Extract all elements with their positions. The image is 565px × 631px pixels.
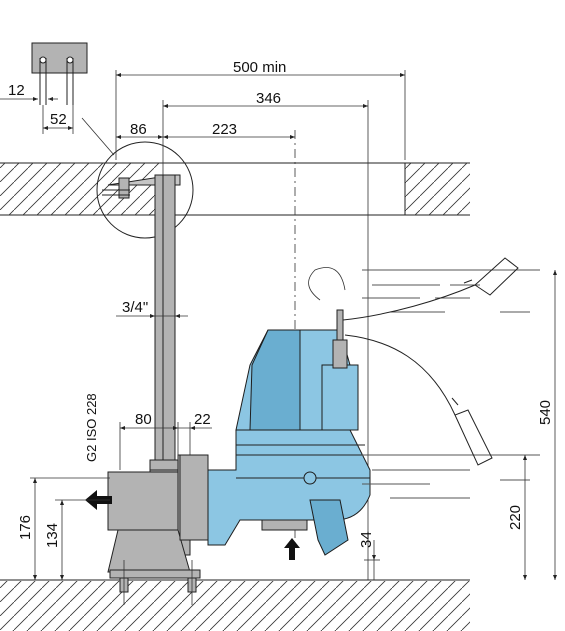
dim-346: 346	[256, 90, 281, 107]
dim-80: 80	[135, 411, 152, 428]
dim-220: 220	[507, 505, 524, 530]
left-dimensions	[30, 477, 110, 580]
ground	[0, 579, 470, 631]
inflow-arrow-icon	[284, 538, 300, 560]
dim-500-min: 500 min	[233, 59, 286, 76]
thread-spec: G2 ISO 228	[84, 393, 99, 462]
dim-threequarter	[116, 314, 188, 318]
dim-540: 540	[537, 400, 554, 425]
water-lines	[362, 269, 540, 499]
detail-circle	[96, 141, 194, 239]
dim-223: 223	[212, 121, 237, 138]
dim-22: 22	[194, 411, 211, 428]
bracket-detail	[0, 42, 88, 134]
dim-three-quarter-inch: 3/4"	[122, 299, 148, 316]
float-switches	[308, 257, 519, 466]
discharge-pipe	[102, 174, 201, 605]
right-dimensions	[364, 270, 557, 580]
dim-134: 134	[44, 523, 61, 548]
dim-86: 86	[130, 121, 147, 138]
upper-slab	[0, 162, 470, 216]
dim-176: 176	[17, 515, 34, 540]
dim-12: 12	[8, 82, 25, 99]
dim-80-22	[119, 422, 212, 470]
dim-52: 52	[50, 111, 67, 128]
pump	[179, 309, 371, 556]
dim-34: 34	[358, 531, 375, 548]
